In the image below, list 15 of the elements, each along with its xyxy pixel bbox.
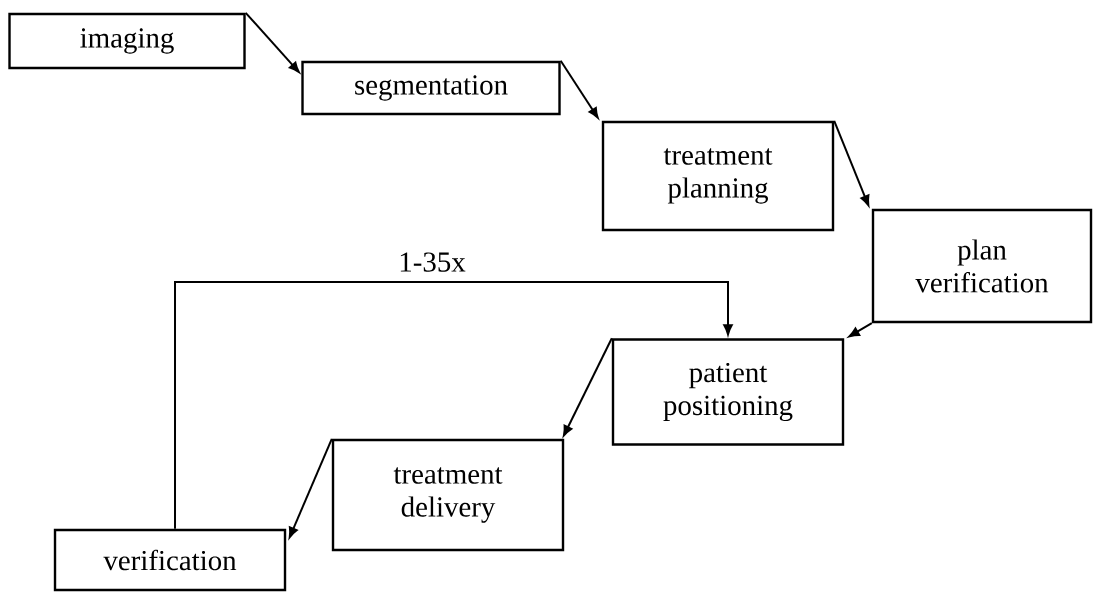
process-box: treatment planning — [601, 120, 835, 232]
process-box: patient positioning — [611, 338, 845, 446]
edge-label: 1-35x — [400, 252, 466, 272]
process-box: treatment delivery — [331, 438, 565, 552]
arrow — [848, 322, 873, 338]
process-box: imaging — [8, 12, 246, 70]
arrow — [833, 119, 870, 207]
arrow — [288, 437, 333, 539]
process-box: plan verification — [871, 208, 1093, 324]
process-box: verification — [53, 528, 287, 592]
process-box: segmentation — [301, 60, 561, 116]
arrow — [174, 281, 733, 530]
arrow — [562, 337, 613, 437]
arrow — [244, 11, 300, 73]
arrow — [559, 59, 599, 119]
